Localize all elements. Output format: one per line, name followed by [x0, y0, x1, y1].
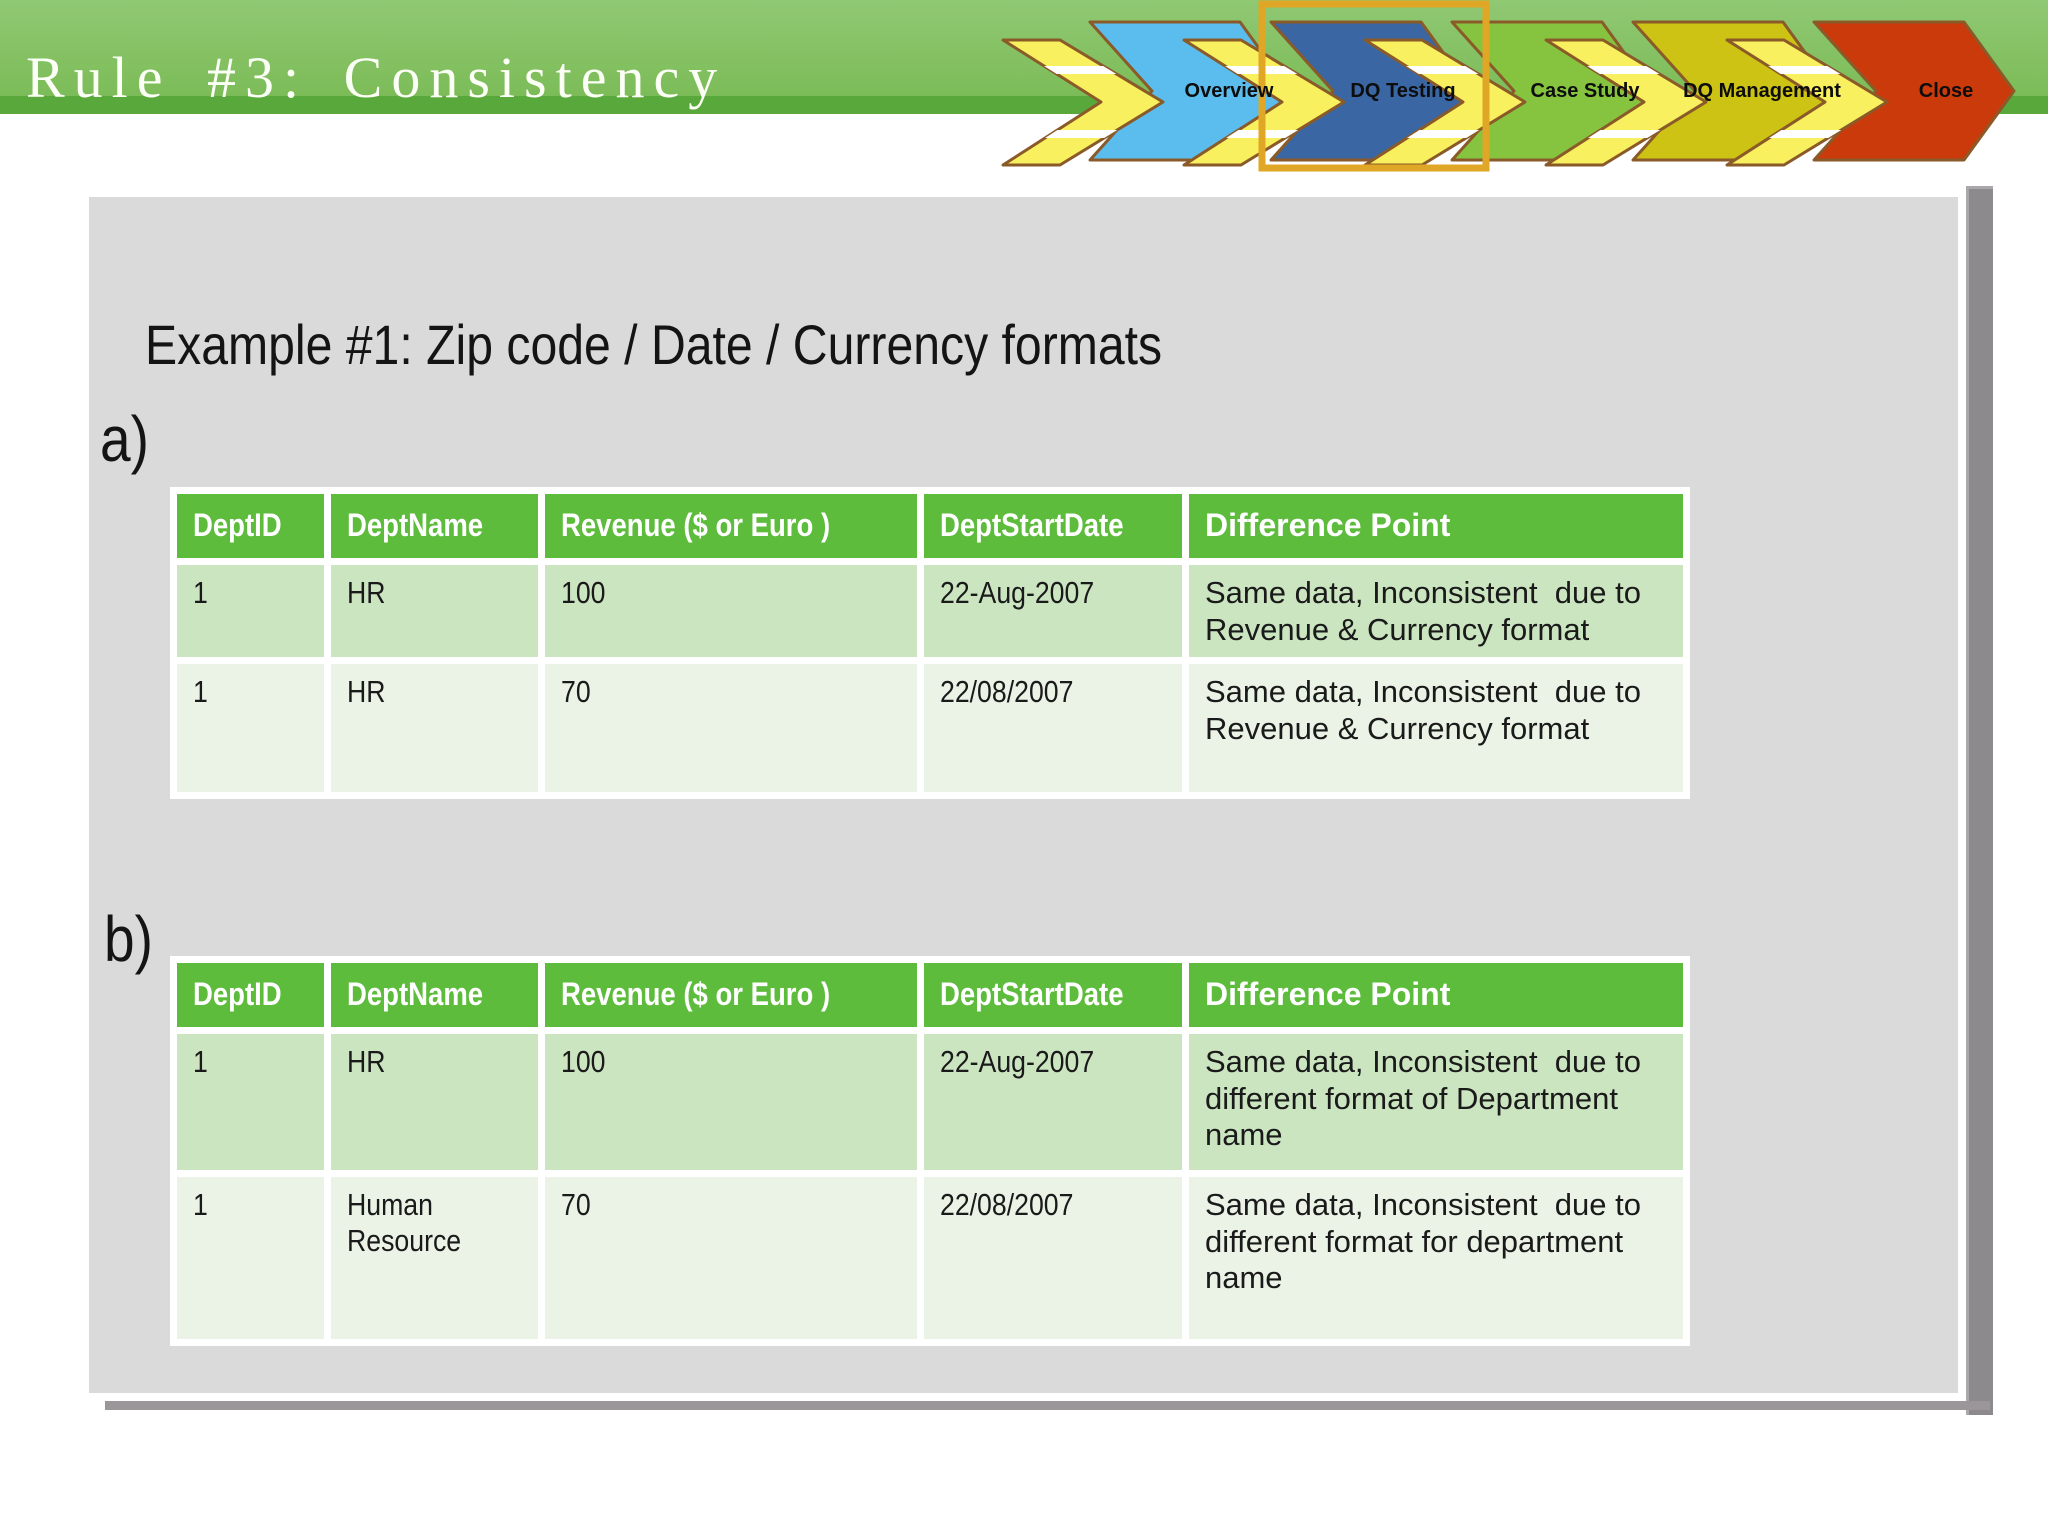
table-cell: 100 [545, 565, 917, 657]
column-header: Difference Point [1189, 494, 1683, 558]
section-a-label: a) [100, 403, 149, 475]
nav-step-dq-management[interactable]: DQ Management [1683, 79, 1841, 102]
table-cell: HR [331, 565, 538, 657]
nav-arrow-close[interactable] [1812, 20, 2016, 162]
table-cell: Same data, Inconsistent due to Revenue &… [1189, 664, 1683, 792]
table-cell: Same data, Inconsistent due to different… [1189, 1034, 1683, 1170]
table-cell: 22/08/2007 [924, 664, 1182, 792]
column-header: Revenue ($ or Euro ) [545, 494, 917, 558]
table-cell: 70 [545, 1177, 917, 1339]
table-cell: Human Resource [331, 1177, 538, 1339]
table-a: DeptID DeptName Revenue ($ or Euro ) Dep… [170, 487, 1690, 799]
table-cell: 1 [177, 664, 324, 792]
table-cell: 22-Aug-2007 [924, 1034, 1182, 1170]
chevron-icon [1725, 38, 1889, 167]
column-header: DeptID [177, 963, 324, 1027]
table-cell: HR [331, 1034, 538, 1170]
table-cell: 100 [545, 1034, 917, 1170]
chevron-icon [1001, 38, 1165, 167]
table-b: DeptID DeptName Revenue ($ or Euro ) Dep… [170, 956, 1690, 1346]
example-heading-text: Example #1: Zip code / Date / Currency f… [145, 313, 1163, 376]
table-cell: 1 [177, 565, 324, 657]
table-cell: Same data, Inconsistent due to Revenue &… [1189, 565, 1683, 657]
table-cell: 22-Aug-2007 [924, 565, 1182, 657]
nav-step-close[interactable]: Close [1918, 79, 1974, 102]
table-cell: 70 [545, 664, 917, 792]
table-cell: 22/08/2007 [924, 1177, 1182, 1339]
column-header: Difference Point [1189, 963, 1683, 1027]
column-header: Revenue ($ or Euro ) [545, 963, 917, 1027]
column-header: DeptStartDate [924, 494, 1182, 558]
column-header: DeptName [331, 963, 538, 1027]
nav-arrows-graphic [1001, 0, 2016, 172]
panel-shadow-bottom [105, 1401, 1990, 1410]
table-cell: 1 [177, 1034, 324, 1170]
nav-step-case-study[interactable]: Case Study [1530, 79, 1640, 102]
table-cell: Same data, Inconsistent due to different… [1189, 1177, 1683, 1339]
table-cell: HR [331, 664, 538, 792]
section-b-label: b) [104, 903, 153, 975]
nav-step-overview[interactable]: Overview [1184, 79, 1274, 102]
current-step-highlight-box [1258, 0, 1490, 172]
column-header: DeptStartDate [924, 963, 1182, 1027]
panel-shadow-right [1966, 186, 1993, 1415]
table-cell: 1 [177, 1177, 324, 1339]
example-heading: Example #1: Zip code / Date / Currency f… [145, 312, 1328, 377]
column-header: DeptID [177, 494, 324, 558]
chevron-stripes [1003, 66, 1887, 138]
column-header: DeptName [331, 494, 538, 558]
nav-step-dq-testing[interactable]: DQ Testing [1350, 79, 1456, 102]
chevron-icon [1544, 38, 1708, 167]
slide-title: Rule #3: Consistency [26, 45, 727, 110]
